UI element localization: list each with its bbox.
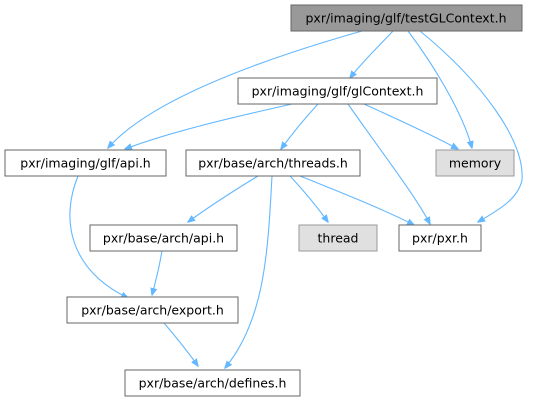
edge-threads-to-thread: [289, 175, 328, 222]
node-memory[interactable]: memory: [435, 149, 515, 177]
edge-testglcontext-to-glcontext: [350, 30, 394, 78]
node-label-pxr: pxr/pxr.h: [412, 231, 468, 246]
node-thread[interactable]: thread: [298, 224, 378, 252]
node-pxr[interactable]: pxr/pxr.h: [398, 224, 482, 252]
edge-threads-to-arch-api: [188, 175, 259, 222]
node-label-arch-api: pxr/base/arch/api.h: [103, 231, 224, 246]
node-label-export: pxr/base/arch/export.h: [81, 303, 224, 318]
edge-testglcontext-to-memory: [407, 30, 472, 148]
node-threads[interactable]: pxr/base/arch/threads.h: [185, 149, 361, 177]
node-label-memory: memory: [449, 156, 502, 171]
node-export[interactable]: pxr/base/arch/export.h: [66, 296, 239, 324]
edge-glcontext-to-pxr: [347, 103, 430, 224]
edges-layer: [69, 30, 523, 368]
node-label-glcontext: pxr/imaging/glf/glContext.h: [252, 84, 424, 99]
node-label-testglcontext: pxr/imaging/glf/testGLContext.h: [305, 11, 506, 26]
node-label-thread: thread: [318, 231, 359, 246]
edge-glcontext-to-memory: [363, 103, 458, 149]
node-testglcontext[interactable]: pxr/imaging/glf/testGLContext.h: [290, 4, 523, 32]
edge-testglcontext-to-glf-api: [108, 30, 363, 148]
edge-threads-to-defines: [225, 175, 273, 368]
edge-threads-to-pxr: [299, 175, 414, 225]
node-glcontext[interactable]: pxr/imaging/glf/glContext.h: [237, 77, 438, 105]
edge-export-to-defines: [163, 322, 198, 366]
node-glf-api[interactable]: pxr/imaging/glf/api.h: [4, 149, 167, 177]
node-arch-api[interactable]: pxr/base/arch/api.h: [89, 224, 238, 252]
edge-testglcontext-to-pxr: [419, 30, 523, 222]
edge-glcontext-to-glf-api: [125, 103, 293, 149]
node-label-threads: pxr/base/arch/threads.h: [198, 156, 348, 171]
nodes-layer: pxr/imaging/glf/testGLContext.h pxr/imag…: [4, 4, 523, 397]
edge-arch-api-to-export: [152, 249, 163, 295]
node-defines[interactable]: pxr/base/arch/defines.h: [124, 369, 301, 397]
edge-glcontext-to-threads: [281, 103, 319, 149]
edge-glf-api-to-export: [69, 175, 128, 298]
node-label-defines: pxr/base/arch/defines.h: [139, 376, 287, 391]
node-label-glf-api: pxr/imaging/glf/api.h: [20, 156, 150, 171]
